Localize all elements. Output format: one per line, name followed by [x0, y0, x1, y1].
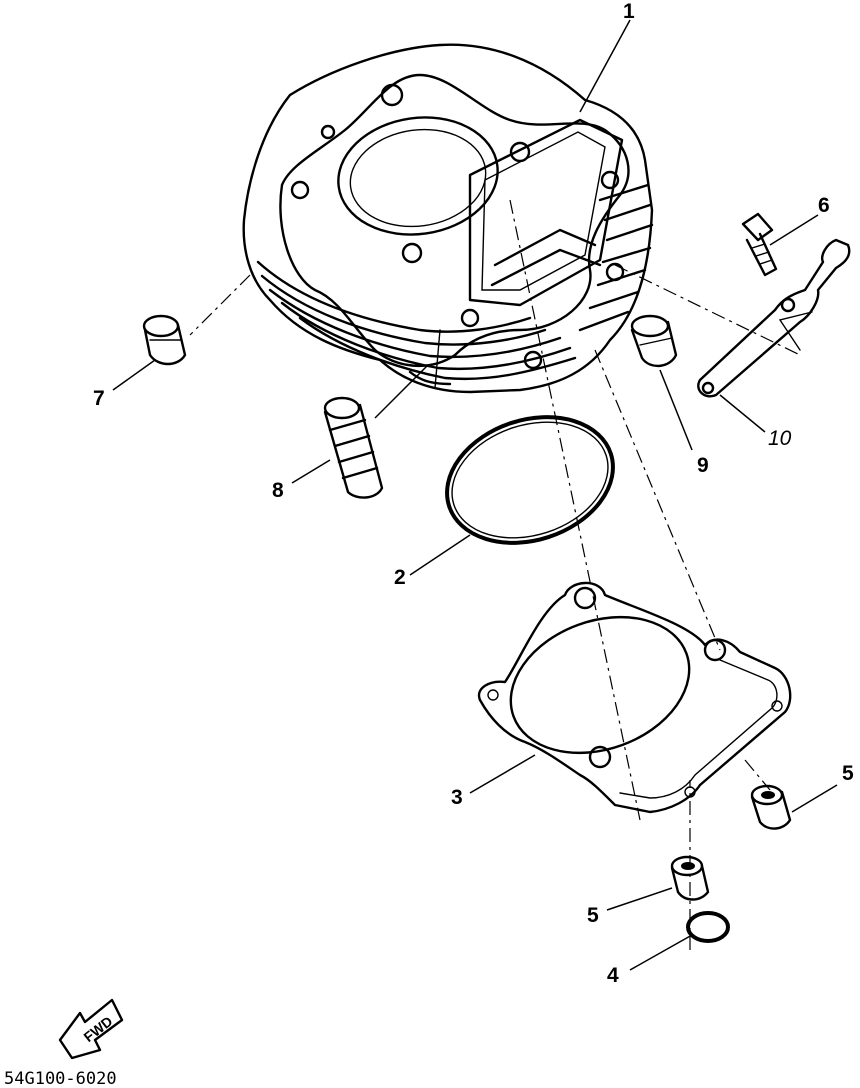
callout-3: 3: [451, 786, 463, 809]
dowel-pin-middle: [630, 314, 678, 368]
cylinder-gasket: [477, 581, 792, 814]
callout-2: 2: [394, 566, 406, 589]
callout-7: 7: [93, 387, 105, 410]
callout-5-lower: 5: [587, 904, 599, 927]
bracket: [697, 238, 851, 398]
o-ring: [445, 415, 615, 545]
small-o-ring: [686, 911, 730, 943]
callout-9: 9: [697, 454, 709, 477]
callout-1: 1: [623, 0, 635, 23]
dowel-pin-right: [750, 784, 792, 830]
diagram-code: 54G100-6020: [4, 1069, 117, 1088]
callout-10: 10: [768, 427, 792, 450]
dowel-pin-lower: [670, 855, 710, 901]
callout-6: 6: [818, 194, 830, 217]
callout-4: 4: [607, 964, 619, 987]
spring-pin: [323, 396, 384, 499]
fwd-label: FWD: [80, 1013, 115, 1045]
leader-lines: [112, 19, 838, 971]
cylinder: [242, 43, 654, 394]
callout-8: 8: [272, 479, 284, 502]
bolt: [741, 212, 778, 277]
dowel-pin-left: [142, 314, 187, 366]
fwd-arrow-icon: FWD: [58, 998, 124, 1060]
callout-5-right: 5: [842, 762, 854, 785]
callouts: 1 2 3 4 5 5 6 7 8 9 10: [93, 0, 854, 987]
